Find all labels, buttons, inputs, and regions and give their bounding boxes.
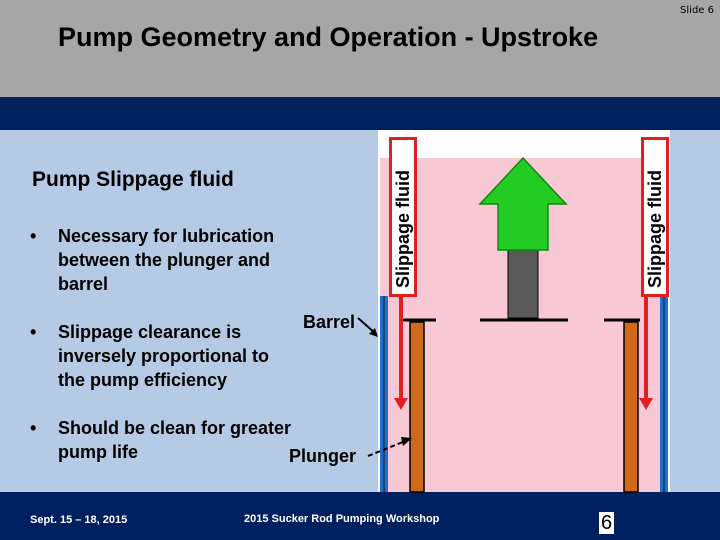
plunger-wall-left bbox=[409, 321, 425, 493]
bullet-text: Necessary for lubrication between the pl… bbox=[58, 226, 275, 294]
slide-title: Pump Geometry and Operation - Upstroke bbox=[58, 22, 599, 52]
footer-workshop: 2015 Sucker Rod Pumping Workshop bbox=[244, 513, 440, 525]
bullet-symbol: • bbox=[30, 226, 37, 246]
bullet-symbol: • bbox=[30, 418, 37, 438]
bullet-text: Slippage clearance is inversely proporti… bbox=[58, 322, 270, 390]
slippage-arrowhead-right bbox=[639, 398, 653, 410]
barrel-pointer-head bbox=[369, 328, 378, 337]
sucker-rod bbox=[507, 249, 539, 319]
page-number: 6 bbox=[599, 512, 615, 534]
title-bar bbox=[0, 0, 720, 97]
barrel-label: Barrel bbox=[303, 312, 356, 332]
plunger-pointer-head bbox=[401, 437, 412, 446]
footer-date: Sept. 15 – 18, 2015 bbox=[30, 514, 128, 526]
slippage-fluid-label-right: Slippage fluid bbox=[641, 137, 669, 297]
plunger-label: Plunger bbox=[289, 446, 357, 466]
slide-number: Slide 6 bbox=[680, 5, 714, 16]
bullet-item: • Should be clean for greater pump life bbox=[30, 416, 300, 464]
bullet-symbol: • bbox=[30, 322, 37, 342]
slippage-fluid-label-left: Slippage fluid bbox=[389, 137, 417, 297]
plunger-wall-right bbox=[623, 321, 639, 493]
bullet-item: • Slippage clearance is inversely propor… bbox=[30, 320, 300, 392]
plunger-pointer bbox=[367, 439, 409, 457]
bullet-text: Should be clean for greater pump life bbox=[58, 418, 292, 462]
upstroke-arrow bbox=[478, 156, 568, 251]
header-band bbox=[0, 97, 720, 130]
bullet-item: • Necessary for lubrication between the … bbox=[30, 224, 300, 296]
slippage-arrowhead-left bbox=[394, 398, 408, 410]
section-subtitle: Pump Slippage fluid bbox=[32, 168, 234, 191]
